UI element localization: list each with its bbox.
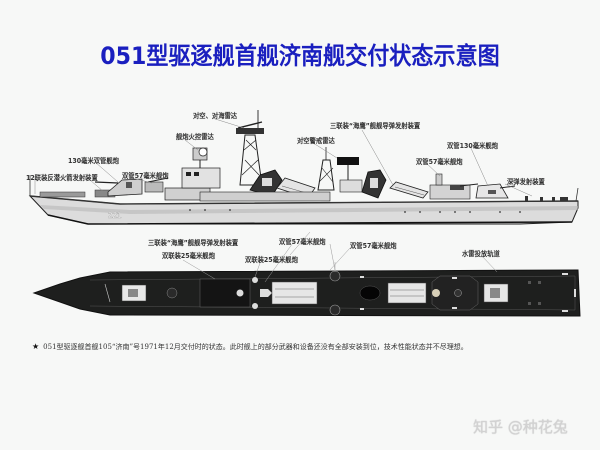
air-search-radar-antenna (337, 157, 359, 165)
caption-text: 051型驱逐舰首舰105“济南”号1971年12月交付时的状态。此时舰上的部分武… (43, 343, 468, 351)
star-icon: ★ (32, 342, 40, 351)
side-leader-lines (34, 117, 533, 197)
main-mast (317, 159, 335, 191)
hull-number: 221 (108, 211, 122, 220)
label-mine-rail: 水雷投放轨道 (462, 250, 500, 258)
top-aft-missile (387, 282, 427, 304)
label-asw-rocket: 12联装反潜火箭发射装置 (26, 174, 98, 182)
label-twin-25mm-top-2: 双联装25毫米舰炮 (245, 256, 298, 264)
label-air-search-radar: 对空警戒雷达 (297, 137, 335, 145)
watermark: 知乎 @种花兔 (473, 418, 568, 436)
side-view: 221 (28, 110, 579, 225)
label-twin-25mm-top-1: 双联装25毫米舰炮 (162, 252, 215, 260)
top-fwd-missile (271, 281, 318, 305)
diagram-title: 051型驱逐舰首舰济南舰交付状态示意图 (100, 42, 500, 70)
label-haiying-launcher-top: 三联装“海鹰”舰舰导弹发射装置 (148, 239, 239, 247)
label-twin-57mm-top-2: 双管57毫米舰炮 (350, 242, 397, 250)
label-twin-57mm-fwd: 双管57毫米舰炮 (122, 172, 169, 180)
label-depth-charge: 深弹发射装置 (507, 178, 545, 186)
fwd-130mm-turret (107, 178, 143, 197)
label-air-sea-radar: 对空、对海雷达 (193, 112, 238, 120)
label-twin-57mm-top-1: 双管57毫米舰炮 (279, 238, 326, 246)
label-twin-57mm-aft: 双管57毫米舰炮 (416, 158, 463, 166)
label-haiying-launcher: 三联装“海鹰”舰舰导弹发射装置 (330, 122, 421, 130)
aft-missile-launcher (389, 181, 429, 199)
label-twin-130mm-aft: 双管130毫米舰炮 (447, 142, 498, 150)
label-gun-fire-control-radar: 舰炮火控雷达 (176, 133, 214, 141)
figure-caption: ★051型驱逐舰首舰105“济南”号1971年12月交付时的状态。此时舰上的部分… (32, 342, 468, 352)
top-view (32, 269, 581, 317)
top-leader-lines (182, 231, 498, 283)
label-twin-130mm-fwd: 130毫米双管舰炮 (68, 157, 119, 165)
